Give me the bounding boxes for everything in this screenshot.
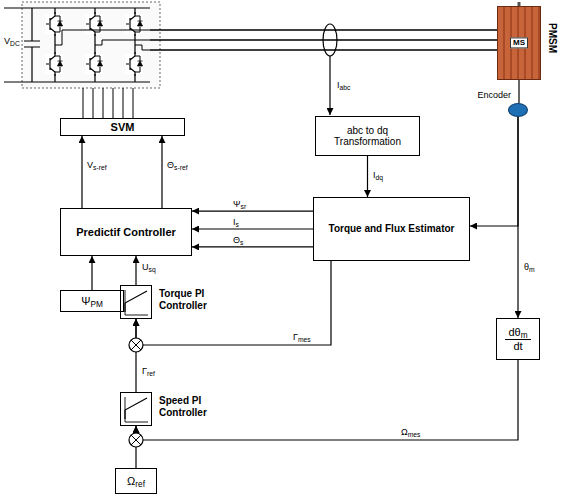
signal-connector bbox=[91, 256, 92, 290]
igbt-switch bbox=[125, 52, 143, 76]
signal-label: Usq bbox=[141, 262, 157, 273]
controller-block: Predictif Controller bbox=[60, 208, 192, 256]
signal-label: VDC bbox=[3, 36, 21, 47]
inverter-housing bbox=[22, 2, 160, 88]
node-text: Predictif Controller bbox=[76, 226, 176, 239]
signal-label: θm bbox=[523, 262, 536, 273]
node-text: Speed PI Controller bbox=[159, 395, 221, 418]
signal-connector bbox=[518, 80, 519, 103]
inverter bbox=[4, 2, 160, 88]
transform-block: abc to dq Transformation bbox=[315, 116, 420, 156]
signal-connector bbox=[161, 136, 162, 208]
signal-label: Ωmes bbox=[400, 427, 422, 438]
igbt-switch bbox=[125, 12, 143, 36]
igbt-switch bbox=[85, 52, 103, 76]
speed-reference: Ωref bbox=[115, 468, 157, 494]
summing-junction bbox=[129, 433, 143, 447]
node-text: Encoder bbox=[477, 90, 511, 100]
summing-junction bbox=[129, 338, 143, 352]
node-text: ΨPM bbox=[81, 295, 103, 308]
estimator-block: Torque and Flux Estimator bbox=[313, 197, 470, 261]
current-sensor bbox=[323, 24, 337, 56]
signal-label: Ψsr bbox=[232, 199, 247, 210]
signal-label: Idq bbox=[372, 170, 384, 181]
pi-icon bbox=[125, 290, 148, 315]
signal-label: Θs-ref bbox=[166, 160, 189, 171]
pi-controller: Speed PI Controller bbox=[120, 392, 152, 426]
node-text: MS bbox=[510, 37, 528, 48]
derivative-block: dθmdt bbox=[496, 318, 540, 360]
signal-label: Θs bbox=[232, 235, 244, 246]
signal-connector bbox=[81, 136, 82, 208]
node-text: Torque and Flux Estimator bbox=[329, 223, 455, 235]
signal-connector bbox=[192, 246, 313, 247]
dc-rail bbox=[32, 8, 150, 82]
dc-capacitor bbox=[4, 8, 40, 82]
signal-connector bbox=[135, 256, 136, 285]
signal-connector bbox=[192, 228, 313, 229]
node-text: dt bbox=[513, 340, 522, 353]
signal-label: Iabc bbox=[336, 80, 351, 91]
node-text: abc to dq Transformation bbox=[320, 125, 415, 148]
svm-block: SVM bbox=[60, 118, 185, 136]
pi-controller: Torque PI Controller bbox=[120, 285, 152, 319]
node-text: Ωref bbox=[127, 475, 145, 488]
igbt-switch bbox=[45, 12, 63, 36]
node-text: PMSM bbox=[547, 23, 559, 53]
pi-icon bbox=[125, 397, 148, 422]
signal-connector bbox=[136, 261, 331, 345]
node-text: Torque PI Controller bbox=[159, 288, 221, 311]
signal-connector bbox=[136, 360, 518, 440]
node-text: dθm bbox=[505, 326, 530, 340]
signal-label: Γmes bbox=[292, 332, 312, 343]
signal-connector bbox=[470, 117, 518, 226]
current-wire bbox=[329, 56, 330, 115]
signal-label: Γref bbox=[141, 366, 156, 377]
encoder: Encoder bbox=[508, 103, 528, 117]
signal-connector bbox=[367, 156, 368, 197]
signal-label: Is bbox=[232, 217, 240, 228]
signal-label: Vs-ref bbox=[86, 160, 108, 171]
phase-tap bbox=[55, 30, 150, 50]
signal-connector bbox=[192, 210, 313, 211]
flux-reference: ΨPM bbox=[60, 290, 124, 312]
node-text: SVM bbox=[111, 121, 135, 134]
igbt-switch bbox=[85, 12, 103, 36]
motor: MSPMSM bbox=[497, 6, 541, 80]
igbt-switch bbox=[45, 52, 63, 76]
gate-signal bbox=[83, 88, 133, 118]
